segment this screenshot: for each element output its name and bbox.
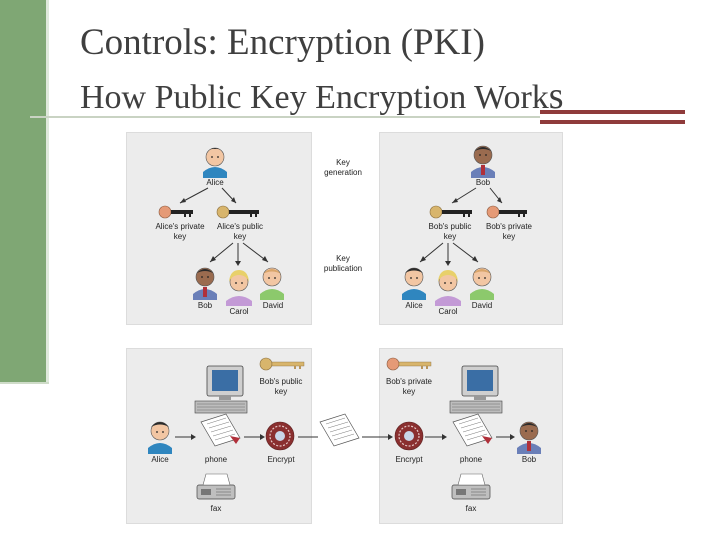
label-key-publication-2: publication <box>324 264 362 273</box>
label-alice-private-key-1: Alice's private <box>155 222 205 231</box>
document-icon-middle <box>319 413 360 447</box>
label-recipient-david: David <box>263 301 283 310</box>
label-receiver-bob: Bob <box>522 455 537 464</box>
label-bottom-private-key-1: Bob's private <box>386 377 433 386</box>
person-david-top-right <box>470 267 494 300</box>
label-bob-private-key-2: key <box>503 232 515 241</box>
left-accent-bar-shadow <box>46 0 49 383</box>
label-bottom-public-key-2: key <box>275 387 287 396</box>
person-carol-top-left <box>226 270 252 306</box>
bob-private-key-icon-bottom <box>386 357 432 371</box>
label-key-generation-2: generation <box>324 168 362 177</box>
label-bob-public-key-2: key <box>444 232 456 241</box>
computer-icon-left <box>194 365 248 414</box>
subtitle-text: How Public Key Encryption Work <box>80 79 549 116</box>
alice-public-key-icon <box>216 205 259 219</box>
bob-public-key-icon-bottom <box>259 357 305 371</box>
person-bob-top-left <box>193 267 217 300</box>
subtitle-last-letter: s <box>548 75 564 117</box>
label-alice-private-key-2: key <box>174 232 186 241</box>
person-alice-bottom <box>148 421 172 454</box>
bob-public-key-icon <box>429 205 472 219</box>
alice-private-key-icon <box>158 205 193 219</box>
person-carol-top-right <box>435 270 461 306</box>
label-alice-public-key-1: Alice's public <box>217 222 263 231</box>
label-sender-alice: Alice <box>151 455 169 464</box>
encrypt-seal-icon-left <box>265 421 295 451</box>
person-alice-top-right <box>402 267 426 300</box>
label-fax-right: fax <box>466 504 477 513</box>
label-bob-owner: Bob <box>476 178 491 187</box>
slide-title: Controls: Encryption (PKI) <box>80 22 485 63</box>
label-bob-public-key-1: Bob's public <box>429 222 472 231</box>
label-recipient-carol-right: Carol <box>438 307 457 316</box>
computer-icon-right <box>449 365 503 414</box>
label-recipient-david-right: David <box>472 301 492 310</box>
label-recipient-alice: Alice <box>405 301 423 310</box>
accent-rule-upper <box>540 110 685 114</box>
label-alice-owner: Alice <box>206 178 224 187</box>
fax-icon-right <box>451 473 491 500</box>
label-bottom-public-key-1: Bob's public <box>260 377 303 386</box>
encrypt-seal-icon-right <box>394 421 424 451</box>
label-phone-left: phone <box>205 455 228 464</box>
document-icon-left <box>200 413 241 447</box>
label-key-generation-1: Key <box>336 158 350 167</box>
label-recipient-carol: Carol <box>229 307 248 316</box>
slide-subtitle: How Public Key Encryption Works <box>80 74 564 120</box>
person-bob-top-right <box>471 145 495 178</box>
label-fax-left: fax <box>211 504 222 513</box>
label-recipient-bob: Bob <box>198 301 213 310</box>
document-icon-right <box>452 413 493 447</box>
label-phone-right: phone <box>460 455 483 464</box>
label-bob-private-key-1: Bob's private <box>486 222 533 231</box>
label-alice-public-key-2: key <box>234 232 246 241</box>
label-key-publication-1: Key <box>336 254 350 263</box>
person-alice-top-left <box>203 147 227 178</box>
person-david-top-left <box>260 267 284 300</box>
left-accent-bar <box>0 0 46 383</box>
accent-rule-lower <box>540 120 685 124</box>
label-encrypt-left: Encrypt <box>267 455 295 464</box>
fax-icon-left <box>196 473 236 500</box>
label-bottom-private-key-2: key <box>403 387 415 396</box>
left-bar-bottom-line <box>0 382 49 384</box>
label-encrypt-right: Encrypt <box>395 455 423 464</box>
person-bob-bottom <box>517 421 541 454</box>
bob-private-key-icon <box>486 205 527 219</box>
title-underline <box>30 116 540 118</box>
